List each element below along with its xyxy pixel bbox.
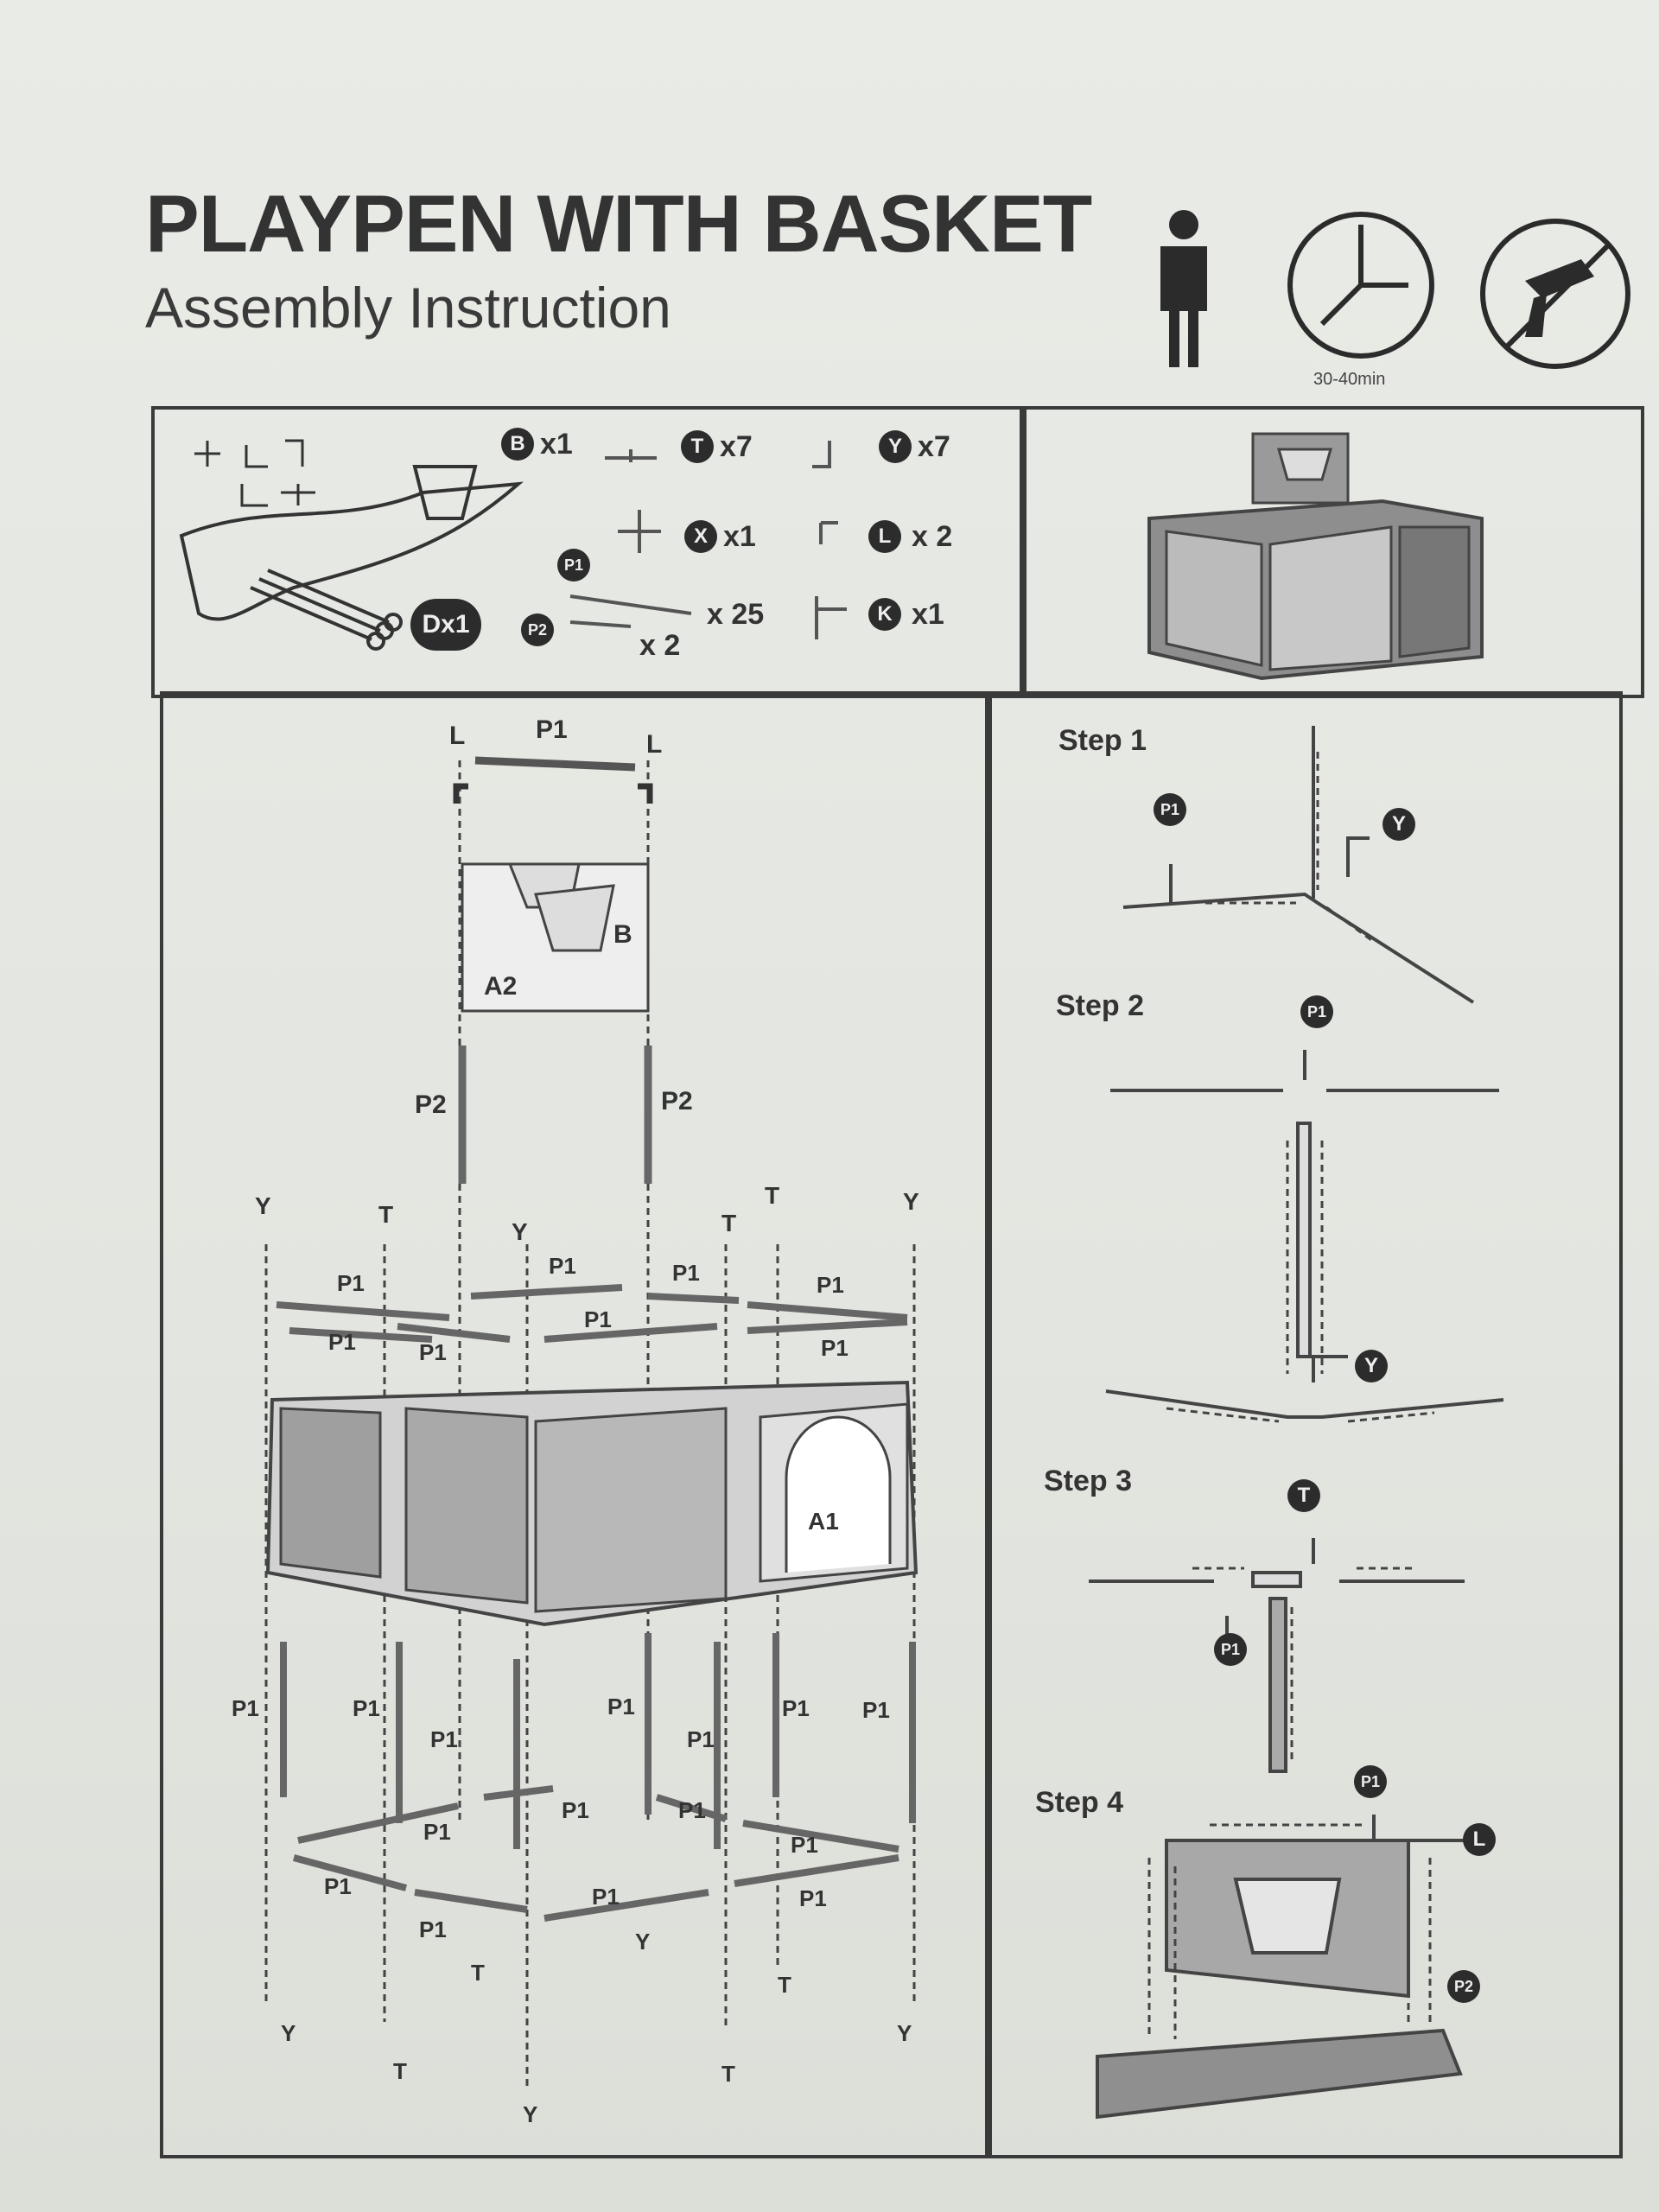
diagram-label-p1-u2: P1 [549, 1253, 576, 1279]
step2-badge-p1: P1 [1300, 995, 1333, 1028]
part-qty-t: x7 [720, 430, 753, 463]
diagram-label-p1-l15: P1 [419, 1916, 447, 1942]
diagram-label-p1-u4: P1 [817, 1272, 844, 1298]
person-icon [1160, 210, 1207, 367]
no-drill-icon [1480, 219, 1630, 369]
diagram-label-p1-top: P1 [536, 715, 568, 744]
diagram-label-p1-l6: P1 [782, 1695, 810, 1721]
diagram-label-p1-l10: P1 [678, 1797, 706, 1823]
page-subtitle: Assembly Instruction [145, 276, 671, 340]
diagram-label-y-top-mid: Y [512, 1218, 528, 1245]
diagram-label-a1: A1 [808, 1508, 839, 1535]
diagram-label-t-top-1: T [378, 1201, 394, 1228]
diagram-label-p1-l4: P1 [607, 1694, 635, 1719]
part-badge-y: Y [879, 430, 912, 463]
part-badge-b: B [501, 428, 534, 461]
diagram-label-t-b2: T [471, 1960, 485, 1986]
diagram-label-y-b3: Y [523, 2101, 538, 2127]
diagram-label-p1-u7: P1 [584, 1306, 612, 1332]
part-badge-p1: P1 [557, 549, 590, 582]
diagram-label-t-top-3: T [765, 1182, 780, 1209]
diagram-label-y-top-right: Y [903, 1188, 919, 1215]
part-qty-b: x1 [540, 428, 573, 461]
part-qty-y: x7 [918, 430, 950, 463]
part-badge-k: K [868, 598, 901, 631]
diagram-label-t-b4: T [778, 1972, 791, 1998]
diagram-label-p1-l1: P1 [232, 1695, 259, 1721]
diagram-label-p1-l5: P1 [687, 1726, 715, 1752]
part-qty-l: x 2 [912, 520, 953, 553]
diagram-label-p1-u6: P1 [419, 1339, 447, 1365]
part-qty-x: x1 [723, 520, 756, 553]
diagram-label-p1-l8: P1 [423, 1819, 451, 1845]
step-2-label: Step 2 [1056, 989, 1145, 1022]
exploded-view-panel [160, 691, 992, 2158]
diagram-label-p1-l9: P1 [562, 1797, 589, 1823]
diagram-label-p1-l11: P1 [791, 1832, 818, 1858]
parts-illustration [179, 439, 524, 651]
duration-label: 30-40min [1313, 370, 1386, 389]
diagram-label-p1-l7: P1 [862, 1697, 890, 1723]
part-qty-p2: x 2 [639, 629, 681, 662]
diagram-label-l-right: L [646, 730, 663, 759]
diagram-label-p1-l2: P1 [353, 1695, 380, 1721]
clock-icon [1287, 212, 1434, 359]
step4-badge-p2: P2 [1447, 1970, 1480, 2003]
diagram-label-p1-l14: P1 [799, 1885, 827, 1911]
part-badge-t: T [681, 430, 714, 463]
diagram-label-t-b1: T [393, 2058, 407, 2084]
step3-badge-t: T [1287, 1479, 1320, 1512]
step1-badge-y: Y [1382, 808, 1415, 841]
diagram-label-p1-u3: P1 [672, 1260, 700, 1286]
diagram-label-y-top-left: Y [255, 1192, 271, 1219]
step-3-label: Step 3 [1044, 1465, 1133, 1497]
diagram-label-p1-u1: P1 [337, 1270, 365, 1296]
part-badge-x: X [684, 520, 717, 553]
step4-badge-l: L [1463, 1823, 1496, 1856]
step2-badge-y: Y [1355, 1350, 1388, 1382]
diagram-label-t-b3: T [721, 2061, 735, 2087]
diagram-label-b: B [613, 920, 632, 949]
step1-badge-p1: P1 [1154, 793, 1186, 826]
diagram-label-t-top-2: T [721, 1210, 737, 1236]
step4-badge-p1: P1 [1354, 1765, 1387, 1798]
diagram-label-y-b4: Y [897, 2020, 912, 2046]
part-badge-p2: P2 [521, 613, 554, 646]
diagram-label-p2-left: P2 [415, 1090, 447, 1119]
diagram-label-a2: A2 [484, 972, 518, 1001]
exploded-assembly-diagram [264, 756, 918, 2091]
part-qty-k: x1 [912, 598, 944, 631]
diagram-label-p1-u8: P1 [821, 1335, 849, 1361]
step-1-label: Step 1 [1058, 724, 1147, 757]
page-title: PLAYPEN WITH BASKET [145, 178, 1092, 269]
part-badge-dx1: Dx1 [410, 599, 481, 651]
steps-panel [985, 691, 1623, 2158]
step-4-label: Step 4 [1035, 1786, 1124, 1819]
diagram-label-l-left: L [449, 721, 466, 750]
finished-preview-panel [1020, 406, 1644, 698]
parts-small-illustrations [569, 441, 847, 639]
diagram-label-y-b1: Y [281, 2020, 296, 2046]
parts-panel [151, 406, 1027, 698]
diagram-label-y-b2: Y [635, 1929, 651, 1955]
step3-badge-p1: P1 [1214, 1633, 1247, 1666]
diagram-label-p1-l12: P1 [324, 1873, 352, 1899]
finished-playpen-illustration [1147, 432, 1484, 681]
diagram-label-p1-u5: P1 [328, 1329, 356, 1355]
diagram-label-p1-l3: P1 [430, 1726, 458, 1752]
diagram-label-p2-right: P2 [661, 1087, 693, 1116]
part-badge-l: L [868, 520, 901, 553]
steps-illustrations [1089, 726, 1504, 2120]
diagram-label-p1-l13: P1 [592, 1884, 620, 1910]
part-qty-p1: x 25 [707, 598, 765, 631]
